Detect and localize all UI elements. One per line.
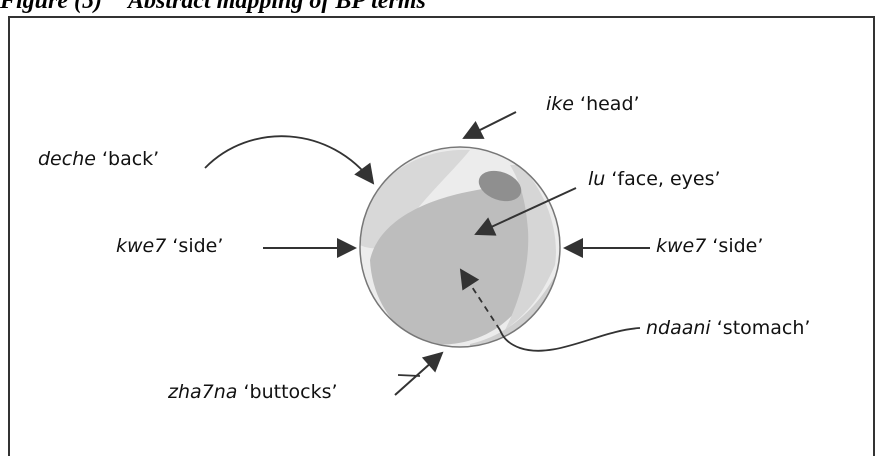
figure-caption: Figure (5) Abstract mapping of BP terms	[0, 0, 426, 13]
label-face-term: lu	[588, 168, 606, 190]
label-head-gloss: ‘head’	[580, 93, 640, 115]
label-side-right: kwe7 ‘side’	[656, 235, 763, 257]
stomach-arrow-inner	[459, 268, 501, 331]
face-arrow	[474, 187, 577, 236]
label-stomach-term: ndaani	[646, 317, 711, 339]
label-back-gloss: ‘back’	[101, 148, 160, 170]
label-face-gloss: ‘face, eyes’	[611, 168, 721, 190]
label-side-left-gloss: ‘side’	[172, 235, 224, 257]
label-back: deche ‘back’	[38, 148, 159, 170]
label-back-term: deche	[38, 148, 96, 170]
label-head: ike ‘head’	[546, 93, 640, 115]
figure-number: Figure (5)	[0, 0, 102, 14]
buttocks-arrow	[394, 351, 444, 396]
back-arrow	[204, 135, 375, 185]
stomach-arrow-outer	[499, 327, 641, 352]
label-stomach-gloss: ‘stomach’	[716, 317, 811, 339]
ball-panel-right	[505, 165, 556, 330]
ball-panel-upper	[360, 149, 470, 249]
figure-title: Abstract mapping of BP terms	[128, 0, 426, 14]
label-buttocks-term: zha7na	[168, 381, 238, 403]
diagram-frame	[8, 16, 875, 456]
label-side-right-gloss: ‘side’	[712, 235, 764, 257]
label-face: lu ‘face, eyes’	[588, 168, 721, 190]
label-buttocks-gloss: ‘buttocks’	[243, 381, 338, 403]
label-side-left: kwe7 ‘side’	[116, 235, 223, 257]
head-arrow	[462, 111, 517, 139]
ball-outline	[359, 146, 561, 348]
label-side-right-term: kwe7	[656, 235, 707, 257]
label-stomach: ndaani ‘stomach’	[646, 317, 810, 339]
ball-pole	[478, 170, 522, 202]
ball-graphic	[359, 146, 561, 348]
label-side-left-term: kwe7	[116, 235, 167, 257]
label-head-term: ike	[546, 93, 574, 115]
label-buttocks: zha7na ‘buttocks’	[168, 381, 338, 403]
diagram-canvas	[204, 111, 650, 396]
